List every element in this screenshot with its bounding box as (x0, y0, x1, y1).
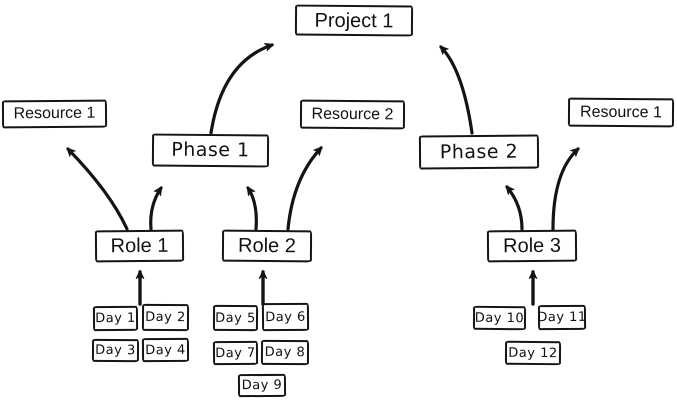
node-label: Day 5 (215, 310, 256, 326)
node-day-5: Day 5 (212, 304, 259, 332)
node-day-11: Day 11 (537, 304, 587, 331)
node-day-8: Day 8 (260, 339, 310, 366)
node-project-1: Project 1 (294, 4, 414, 37)
node-resource-2: Resource 2 (299, 99, 406, 130)
node-role-2: Role 2 (221, 229, 313, 263)
node-label: Phase 2 (439, 140, 519, 163)
node-label: Resource 1 (13, 104, 96, 123)
node-phase-2: Phase 2 (418, 134, 540, 170)
node-day-4: Day 4 (141, 337, 190, 363)
node-label: Resource 2 (311, 105, 394, 123)
node-label: Role 3 (503, 234, 561, 258)
edge-role1-resource1-left (66, 147, 129, 231)
edge-role2-resource2 (286, 146, 323, 231)
edge-role2-phase1 (246, 186, 258, 231)
node-label: Role 1 (110, 234, 169, 258)
node-phase-1: Phase 1 (151, 133, 270, 168)
node-label: Day 4 (145, 342, 186, 358)
node-label: Day 11 (537, 309, 587, 326)
node-day-2: Day 2 (141, 303, 190, 332)
edge-role3-resource1-right (551, 147, 580, 231)
node-label: Day 10 (474, 310, 525, 326)
node-day-9: Day 9 (237, 373, 287, 398)
node-label: Day 12 (508, 345, 558, 361)
node-label: Phase 1 (171, 138, 250, 162)
node-day-1: Day 1 (92, 305, 139, 332)
node-role-1: Role 1 (94, 229, 185, 263)
node-label: Day 9 (241, 377, 283, 394)
node-role-3: Role 3 (486, 229, 578, 263)
node-label: Day 2 (145, 309, 186, 326)
node-label: Day 7 (215, 345, 256, 361)
node-label: Role 2 (238, 234, 296, 258)
edge-role1-phase1 (149, 186, 163, 231)
node-day-3: Day 3 (91, 338, 140, 363)
node-label: Day 1 (95, 310, 136, 327)
node-day-10: Day 10 (472, 305, 527, 331)
node-label: Day 6 (265, 309, 306, 325)
node-resource-1-right: Resource 1 (567, 97, 675, 128)
node-day-7: Day 7 (212, 340, 259, 366)
node-label: Day 3 (95, 342, 136, 359)
node-day-12: Day 12 (504, 340, 562, 366)
node-label: Day 8 (264, 344, 306, 361)
node-label: Resource 1 (580, 103, 662, 121)
edge-phase1-project1 (209, 43, 274, 135)
node-label: Project 1 (314, 9, 394, 32)
node-resource-1-left: Resource 1 (1, 99, 108, 129)
node-day-6: Day 6 (261, 302, 310, 332)
edge-role3-phase2 (505, 185, 524, 231)
edge-phase2-project1 (439, 45, 474, 135)
